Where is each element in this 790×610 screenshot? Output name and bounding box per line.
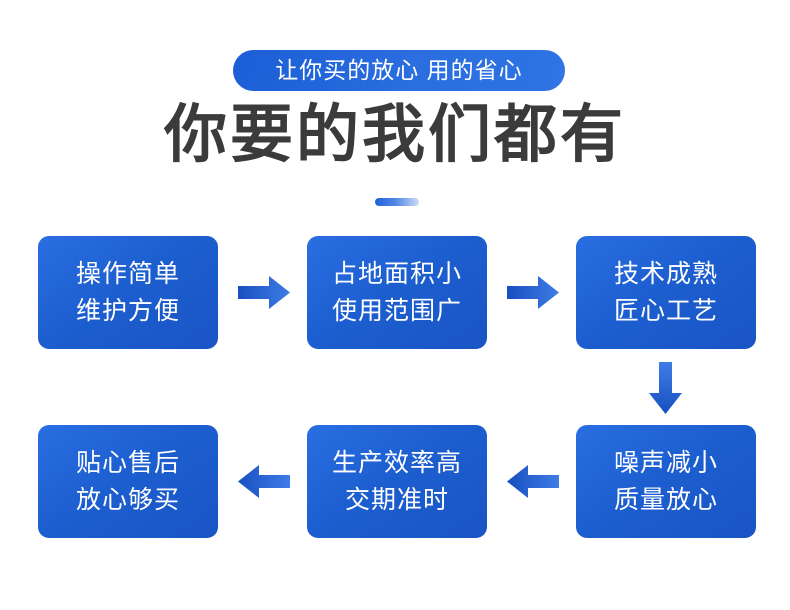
feature-box-3-line-2: 匠心工艺 [613, 296, 718, 325]
feature-box-5-line-2: 交期准时 [344, 485, 449, 514]
feature-box-1-line-1: 操作简单 [75, 260, 180, 289]
feature-box-3: 技术成熟 匠心工艺 [576, 236, 756, 349]
feature-box-6-line-1: 贴心售后 [75, 449, 180, 478]
feature-box-2-line-2: 使用范围广 [331, 296, 462, 325]
feature-box-4-line-2: 质量放心 [613, 485, 718, 514]
tagline-badge-label: 让你买的放心 用的省心 [275, 57, 523, 83]
feature-box-6: 贴心售后 放心够买 [38, 425, 218, 538]
feature-box-2: 占地面积小 使用范围广 [307, 236, 487, 349]
feature-box-4-line-1: 噪声减小 [613, 449, 718, 478]
feature-box-4: 噪声减小 质量放心 [576, 425, 756, 538]
arrow-right-icon [238, 276, 290, 309]
page-title: 你要的我们都有 [164, 100, 626, 170]
feature-box-1-line-2: 维护方便 [75, 296, 180, 325]
title-underline-divider [375, 198, 419, 206]
feature-box-5: 生产效率高 交期准时 [307, 425, 487, 538]
arrow-down-icon [649, 362, 682, 414]
tagline-badge: 让你买的放心 用的省心 [233, 50, 565, 91]
feature-box-3-line-1: 技术成熟 [613, 260, 718, 289]
arrow-left-icon [507, 465, 559, 498]
arrow-left-icon [238, 465, 290, 498]
feature-box-1: 操作简单 维护方便 [38, 236, 218, 349]
feature-box-6-line-2: 放心够买 [75, 485, 180, 514]
feature-box-5-line-1: 生产效率高 [331, 449, 462, 478]
arrow-right-icon [507, 276, 559, 309]
feature-box-2-line-1: 占地面积小 [331, 260, 462, 289]
